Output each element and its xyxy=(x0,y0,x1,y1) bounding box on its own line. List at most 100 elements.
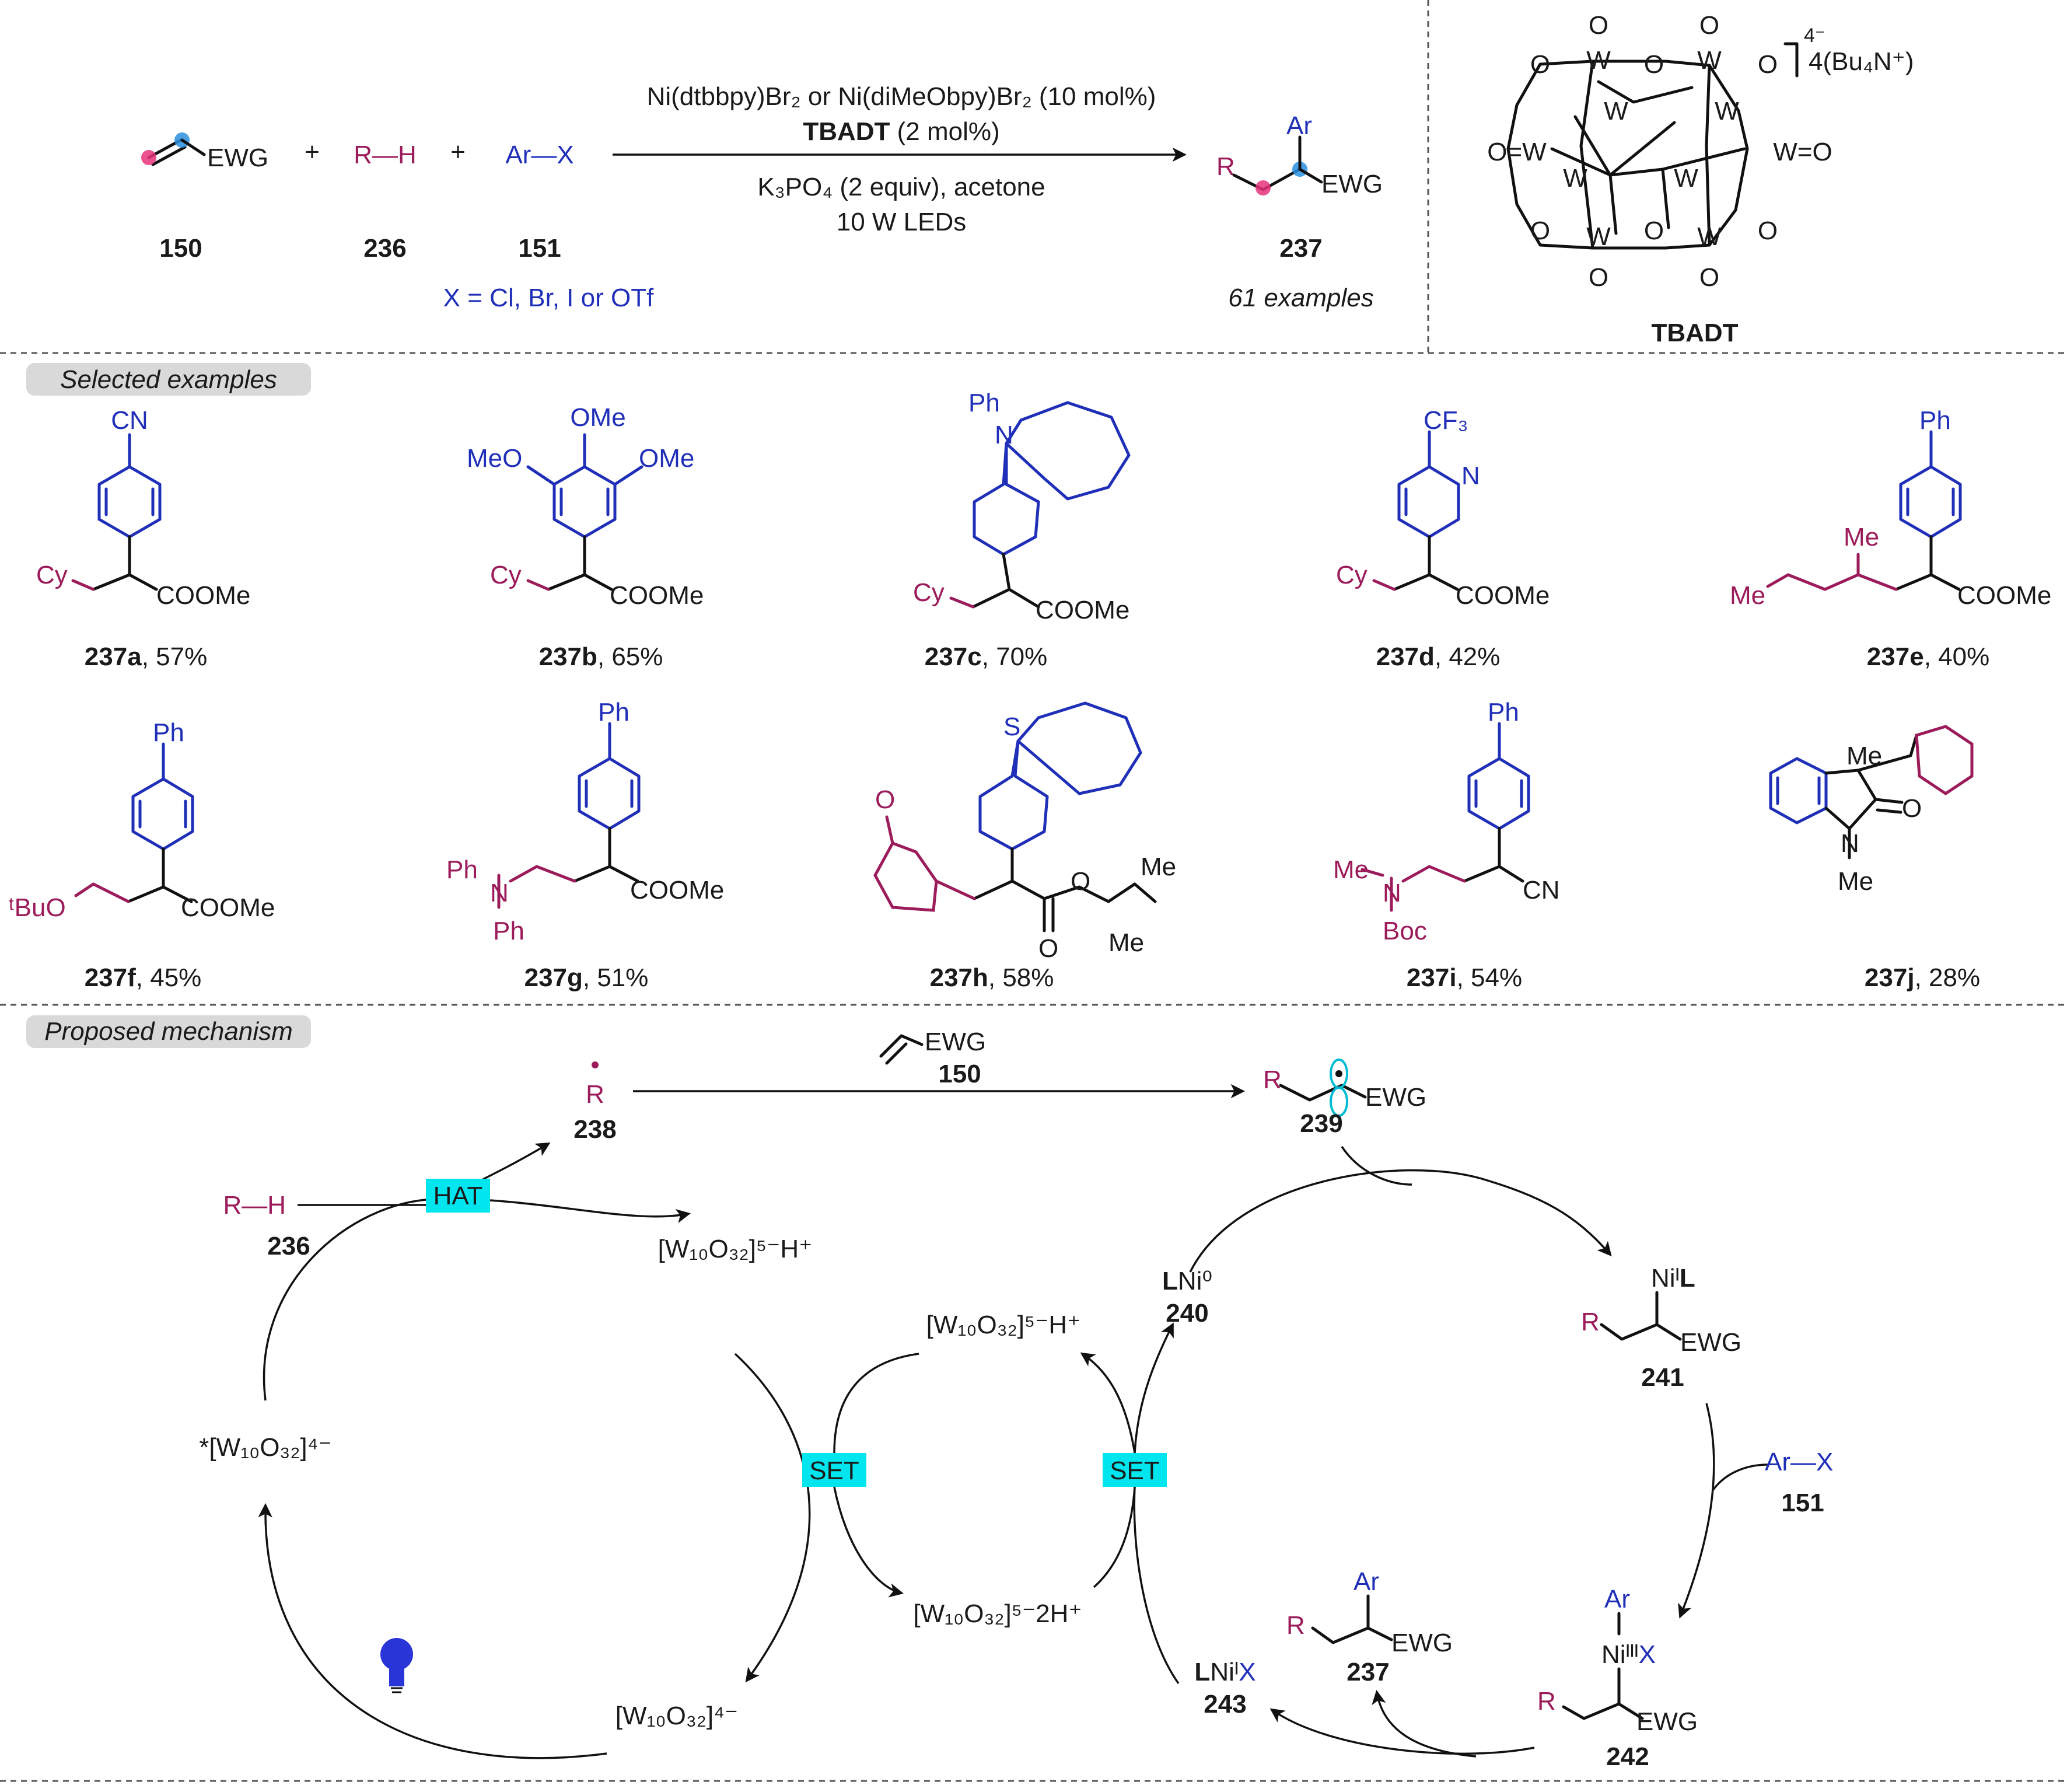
example-substituent-label: Me xyxy=(1333,855,1369,884)
example-right-label: COOMe xyxy=(610,581,704,610)
example-right-label: COOMe xyxy=(181,893,275,922)
arx-label: Ar—X xyxy=(1765,1448,1833,1476)
example-237i: Ph Me N Boc CN 237i, 54% xyxy=(1333,698,1560,992)
tbadt-w: W xyxy=(1697,46,1722,75)
alkene-label: EWG xyxy=(925,1028,986,1056)
example-left-label: Cy xyxy=(913,578,945,607)
example-caption: 237e, 40% xyxy=(1867,642,1989,671)
example-right-label: CN xyxy=(1523,876,1560,904)
example-substituent-label: Me xyxy=(1108,928,1144,957)
example-caption: 237i, 54% xyxy=(1407,963,1522,992)
p-orbital xyxy=(1330,1087,1348,1117)
example-substituent-label: MeO xyxy=(467,444,522,473)
set-arc-right-up xyxy=(1093,1486,1136,1588)
set-badge-left xyxy=(802,1453,866,1487)
adduct-number: 239 xyxy=(1300,1109,1342,1138)
ni1-label: NiᴵL xyxy=(1651,1264,1695,1293)
lni1x-label: LNiᴵX xyxy=(1194,1658,1255,1686)
conditions-line-2: 10 W LEDs xyxy=(837,208,967,236)
example-heteroatom-label: N xyxy=(1383,879,1401,907)
radical-number: 238 xyxy=(573,1115,616,1144)
example-heteroatom-label: N xyxy=(1461,462,1480,490)
hat-badge xyxy=(426,1179,490,1213)
example-heteroatom-label: O xyxy=(1038,934,1058,963)
ni-arc-bottom xyxy=(1269,1708,1535,1755)
alkene-150-small xyxy=(879,1034,924,1058)
product-237: R Ar EWG 237 61 examples xyxy=(1216,111,1383,312)
example-237j: Me O N Me 237j, 28% xyxy=(1769,725,1980,992)
ni3-ar: Ar xyxy=(1604,1585,1630,1613)
example-heteroatom-label: S xyxy=(1003,712,1020,741)
sub3-number: 151 xyxy=(518,234,561,263)
tbadt-o: O xyxy=(1589,263,1608,292)
tbadt-w: W xyxy=(1697,222,1722,251)
mech-product-r: R xyxy=(1286,1611,1305,1640)
example-substituent-label: Ph xyxy=(493,917,524,945)
tbadt-o: O xyxy=(1758,216,1778,245)
tbadt-counterion: 4(Bu₄N⁺) xyxy=(1809,47,1914,76)
tbadt-structure: O O W W O O O W W O=W W=O W W W W O O O … xyxy=(1487,11,1914,347)
ni1-ewg: EWG xyxy=(1680,1328,1741,1357)
alkene-150: EWG 150 xyxy=(141,132,268,263)
example-heteroatom-label: N xyxy=(1841,829,1859,858)
example-left-label: Cy xyxy=(36,561,68,589)
alkene-number: 150 xyxy=(938,1060,981,1088)
cycle-arc-right xyxy=(734,1353,811,1683)
tbadt-o: O xyxy=(1758,50,1778,79)
tungstate-2h-label: [W₁₀O₃₂]⁵⁻2H⁺ xyxy=(913,1599,1082,1628)
sub2-label: R—H xyxy=(354,141,417,169)
sub3-label: Ar—X xyxy=(505,141,573,169)
set-arc-up xyxy=(833,1353,919,1454)
tbadt-o: O xyxy=(1699,11,1719,40)
example-caption: 237f, 45% xyxy=(85,963,202,992)
ni-arc-top xyxy=(1189,1169,1612,1273)
tbadt-w: W xyxy=(1586,222,1611,251)
example-left-label: Cy xyxy=(490,561,522,589)
tbadt-o: O xyxy=(1589,11,1608,40)
tbadt-w: W xyxy=(1563,164,1587,193)
pink-dot-marker xyxy=(141,150,156,165)
example-right-label: COOMe xyxy=(1456,581,1550,610)
example-substituent-label: OMe xyxy=(639,444,694,473)
example-substituent-label: Ph xyxy=(153,718,184,747)
mechanism-label: Proposed mechanism xyxy=(44,1017,293,1046)
tbadt-charge: 4⁻ xyxy=(1804,25,1825,47)
product-ewg: EWG xyxy=(1321,170,1383,198)
example-caption: 237b, 65% xyxy=(539,642,663,671)
tungstate-ground-label: [W₁₀O₃₂]⁴⁻ xyxy=(615,1702,738,1730)
example-substituent-label: Boc xyxy=(1383,917,1427,945)
example-heteroatom-label: N xyxy=(490,879,509,907)
cycle-arc-left-top xyxy=(263,1198,435,1401)
plus-2: + xyxy=(450,138,466,166)
product-r: R xyxy=(1216,152,1235,181)
cycle-arc-bottom xyxy=(258,1503,607,1759)
example-237f: Ph ᵗBuO COOMe 237f, 45% xyxy=(9,718,275,992)
rh-label: R—H xyxy=(223,1191,286,1220)
product-number: 237 xyxy=(1279,234,1322,263)
example-caption: 237h, 58% xyxy=(930,963,1054,992)
example-left-label: Me xyxy=(1730,581,1765,610)
set-arc-down xyxy=(833,1486,904,1598)
conditions-line-1: K₃PO₄ (2 equiv), acetone xyxy=(757,173,1045,201)
adduct-ewg: EWG xyxy=(1365,1083,1426,1112)
example-caption: 237d, 42% xyxy=(1376,642,1501,671)
mech-product-number: 237 xyxy=(1346,1658,1389,1686)
selected-examples-chip xyxy=(26,363,311,396)
tbadt-label: TBADT xyxy=(1651,319,1738,347)
tbadt-w-oxo-left: O=W xyxy=(1487,138,1547,166)
example-substituent-label: Me xyxy=(1838,867,1873,896)
mech-product-ar: Ar xyxy=(1353,1567,1379,1596)
tbadt-w: W xyxy=(1715,97,1739,125)
example-right-label: COOMe xyxy=(630,876,724,904)
lni0-label: LNi⁰ xyxy=(1162,1267,1212,1295)
tbadt-o: O xyxy=(1644,50,1664,79)
example-substituent-label: Me xyxy=(1141,853,1176,881)
tungstate-h-label: [W₁₀O₃₂]⁵⁻H⁺ xyxy=(658,1235,813,1263)
ni3-ewg: EWG xyxy=(1636,1707,1698,1736)
ni1-r: R xyxy=(1581,1308,1600,1336)
example-substituent-label: Me xyxy=(1844,523,1879,551)
example-caption: 237g, 51% xyxy=(524,963,649,992)
set-badge-right xyxy=(1103,1453,1167,1487)
tbadt-o: O xyxy=(1644,216,1664,245)
tbadt-o: O xyxy=(1530,50,1550,79)
